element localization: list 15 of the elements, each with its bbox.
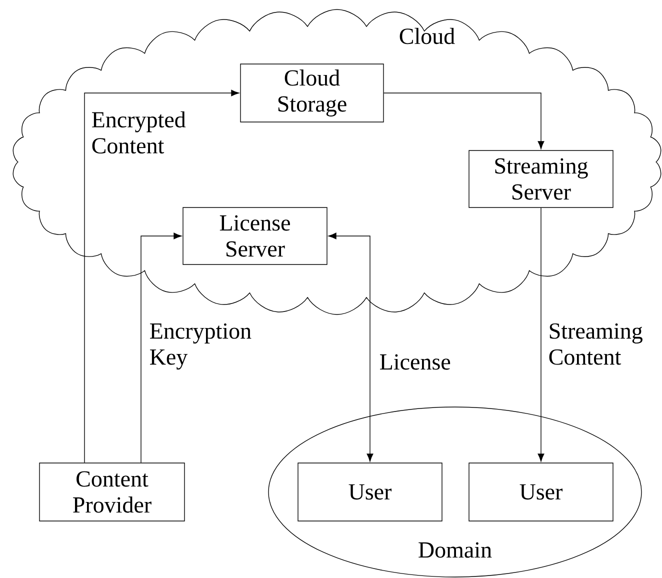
process-box: Streaming Server (468, 150, 614, 208)
process-box: Content Provider (39, 462, 185, 522)
arrow (328, 232, 374, 462)
edge-label: Streaming Content (549, 323, 642, 365)
arrow (538, 208, 544, 462)
process-box: User (298, 462, 442, 522)
arrow (384, 92, 544, 150)
process-box: Cloud Storage (240, 64, 384, 122)
edge-label: Encrypted Content (92, 111, 186, 154)
arrow (84, 90, 240, 463)
process-box: User (468, 462, 614, 522)
edge-label: Encryption Key (150, 323, 252, 370)
arrow (140, 232, 182, 463)
edge-label: License (380, 354, 450, 370)
process-box: License Server (182, 207, 328, 265)
